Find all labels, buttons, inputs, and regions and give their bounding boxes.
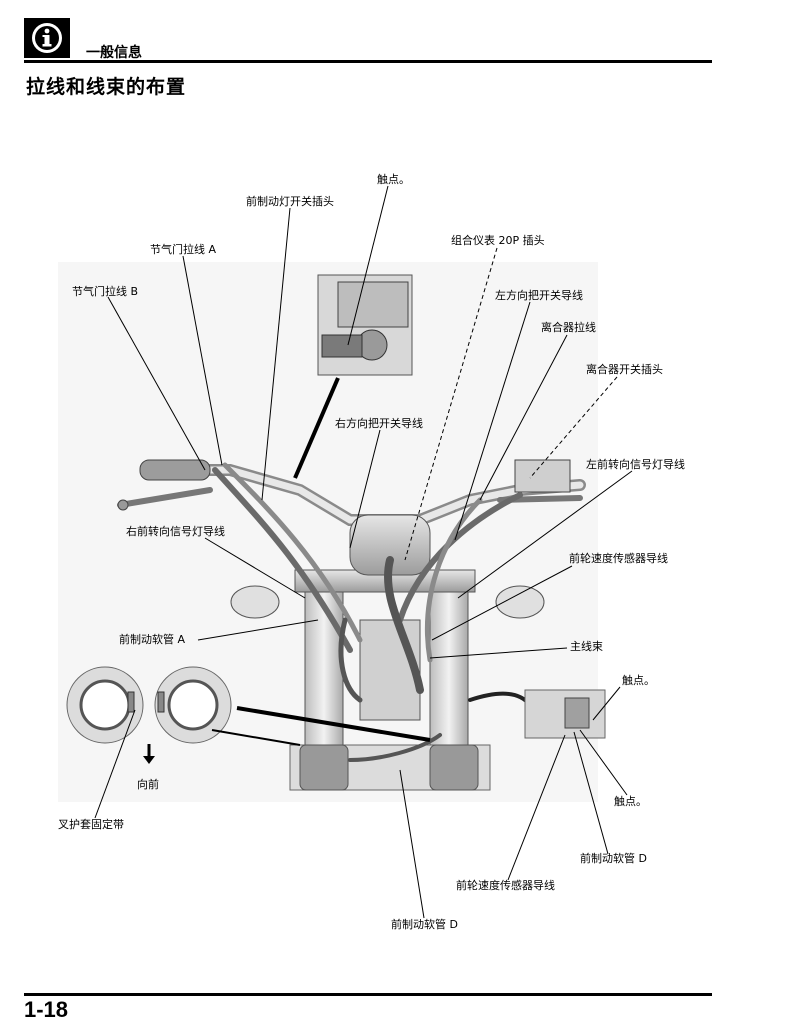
label-clutch-cable: 离合器拉线	[541, 321, 596, 334]
label-forward: 向前	[137, 778, 159, 791]
cables	[212, 462, 532, 762]
footer-rule	[24, 993, 712, 996]
label-front-brake-hose-a: 前制动软管 A	[119, 633, 186, 646]
front-fork	[230, 514, 545, 791]
label-front-brake-hose-d-bottom: 前制动软管 D	[391, 918, 458, 931]
page-title: 拉线和线束的布置	[26, 76, 187, 98]
label-fork-boot-band: 叉护套固定带	[58, 818, 124, 831]
label-front-wheel-speed-sensor-wire-lower: 前轮速度传感器导线	[456, 879, 555, 892]
info-icon	[24, 18, 70, 58]
label-throttle-cable-a: 节气门拉线 A	[150, 243, 217, 256]
leader-lines	[94, 185, 633, 919]
header-rule	[24, 60, 712, 63]
label-left-front-turn-signal-wire: 左前转向信号灯导线	[586, 458, 685, 471]
label-main-harness: 主线束	[570, 640, 603, 653]
inset-pointer	[293, 377, 340, 479]
label-left-handlebar-switch-wire: 左方向把开关导线	[495, 289, 583, 302]
inset-caliper-detail	[524, 689, 606, 739]
forward-arrow-icon	[143, 744, 155, 764]
inset-switch-detail	[317, 274, 413, 376]
label-right-front-turn-signal-wire: 右前转向信号灯导线	[126, 525, 225, 538]
section-label: 一般信息	[86, 45, 142, 61]
label-meter-20p-connector: 组合仪表 20P 插头	[451, 234, 545, 247]
label-contact-right-upper: 触点。	[622, 674, 655, 687]
label-right-handlebar-switch-wire: 右方向把开关导线	[335, 417, 423, 430]
label-front-brake-hose-d-right: 前制动软管 D	[580, 852, 647, 865]
label-contact-right-lower: 触点。	[614, 795, 647, 808]
label-throttle-cable-b: 节气门拉线 B	[72, 285, 139, 298]
inset-fork-boot	[66, 666, 232, 744]
label-contact-top: 触点。	[377, 173, 410, 186]
page-number: 1-18	[24, 997, 69, 1022]
label-front-brake-switch-connector: 前制动灯开关插头	[246, 195, 334, 208]
label-clutch-switch-connector: 离合器开关插头	[586, 363, 663, 376]
label-front-wheel-speed-sensor-wire-upper: 前轮速度传感器导线	[569, 552, 668, 565]
